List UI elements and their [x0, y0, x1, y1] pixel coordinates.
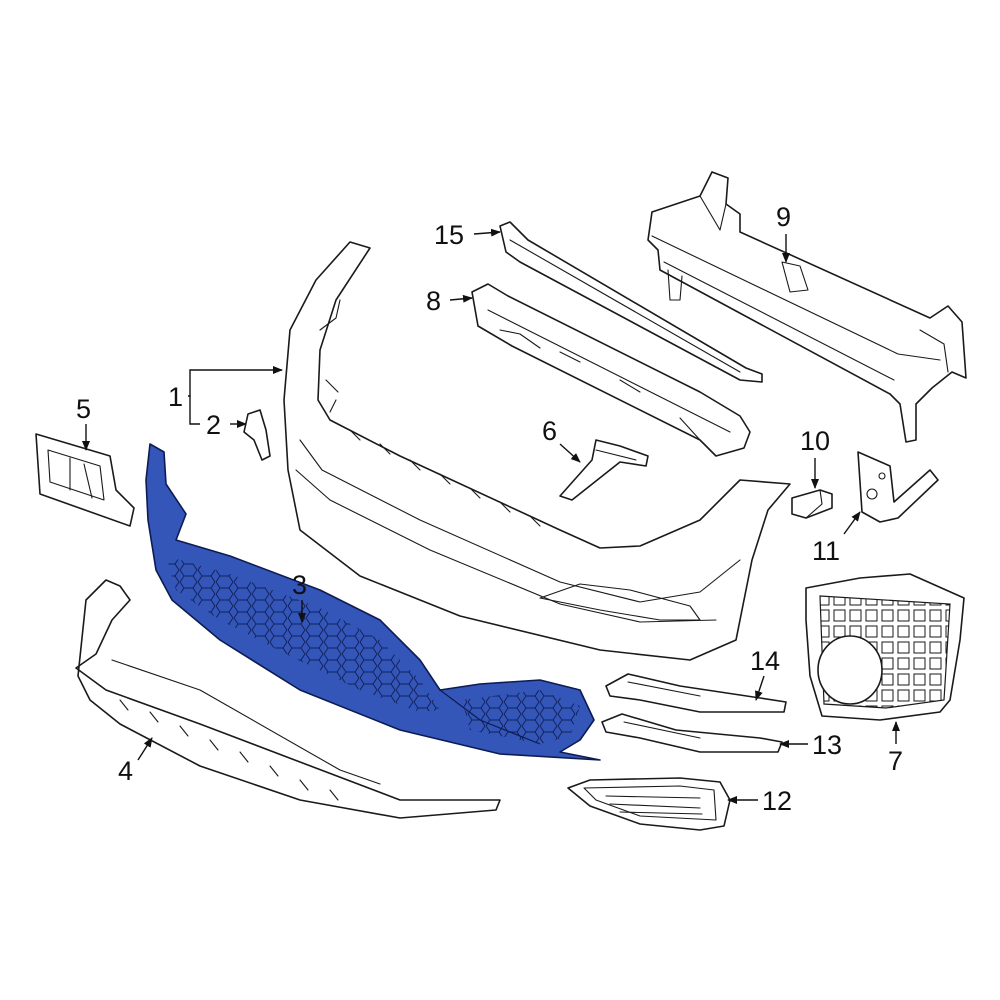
- callout-label-3: 3: [292, 570, 307, 600]
- lower-grille-part-3-highlighted: [145, 443, 601, 761]
- callout-10: 10: [800, 426, 830, 489]
- callout-11: 11: [812, 511, 861, 566]
- callout-label-11: 11: [812, 536, 840, 566]
- callout-label-9: 9: [776, 202, 791, 232]
- callout-label-1: 1: [168, 382, 183, 412]
- callout-5: 5: [76, 394, 91, 451]
- callout-7: 7: [888, 721, 903, 776]
- fog-bezel-part-12: [567, 777, 731, 831]
- bumper-cover-part-1: [283, 241, 791, 661]
- callout-13: 13: [779, 730, 842, 760]
- callout-label-7: 7: [888, 746, 903, 776]
- energy-absorber-part-8: [471, 283, 751, 457]
- callout-12: 12: [727, 786, 792, 816]
- callout-1: 1: [168, 366, 283, 425]
- callout-14: 14: [750, 646, 780, 701]
- clip-part-2: [243, 409, 271, 461]
- callout-8: 8: [426, 286, 473, 316]
- callout-label-6: 6: [542, 416, 557, 446]
- callout-label-10: 10: [800, 426, 830, 456]
- trim-strip-part-13: [601, 713, 783, 753]
- callout-label-13: 13: [812, 730, 842, 760]
- mount-bracket-part-11: [857, 451, 939, 523]
- callout-9: 9: [776, 202, 791, 263]
- sensor-part-10: [791, 489, 833, 519]
- side-grille-part-7: [805, 573, 965, 721]
- callout-label-2: 2: [206, 410, 221, 440]
- reinforcement-bar-part-9: [647, 171, 967, 443]
- callout-label-14: 14: [750, 646, 780, 676]
- callout-label-12: 12: [762, 786, 792, 816]
- callout-label-4: 4: [118, 756, 133, 786]
- callout-2: 2: [206, 410, 247, 440]
- callout-3: 3: [292, 570, 307, 623]
- callout-15: 15: [434, 220, 501, 250]
- callout-4: 4: [118, 737, 153, 786]
- trim-strip-part-14: [605, 673, 787, 713]
- upper-absorber-bar-part-15: [499, 221, 763, 383]
- callout-label-15: 15: [434, 220, 464, 250]
- callout-6: 6: [542, 416, 581, 463]
- callout-label-5: 5: [76, 394, 91, 424]
- bracket-part-6: [559, 439, 649, 501]
- plate-bracket-part-5: [35, 433, 135, 527]
- callout-label-8: 8: [426, 286, 441, 316]
